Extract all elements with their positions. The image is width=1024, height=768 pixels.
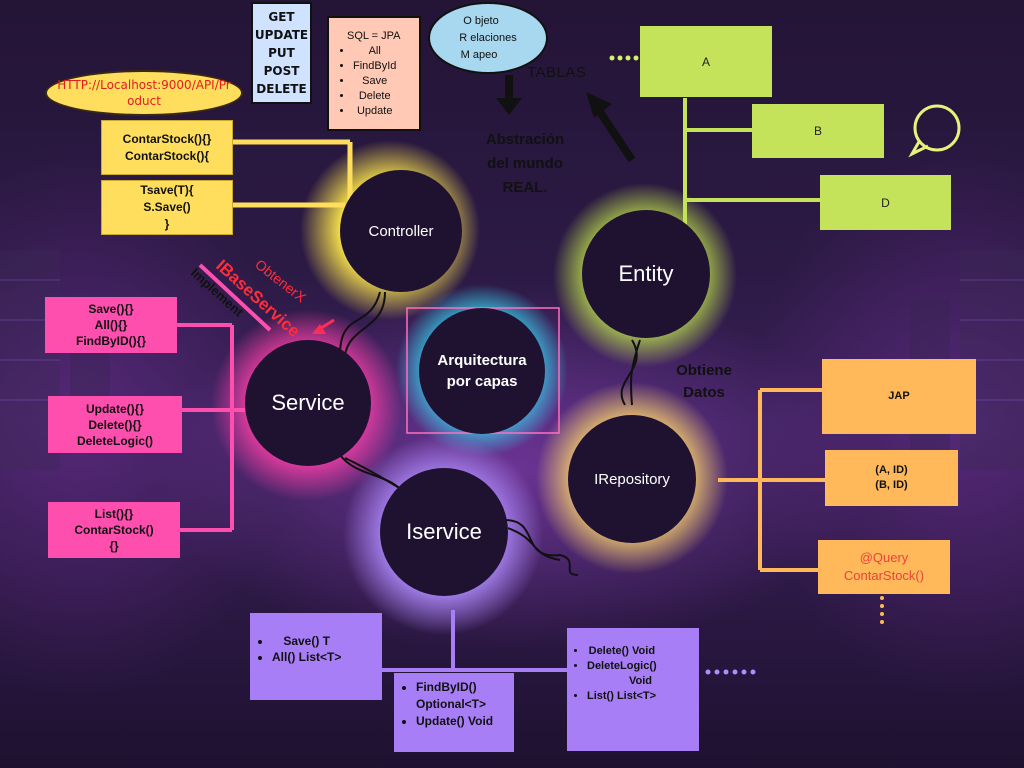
http-url-text: HTTP://Localhost:9000/API/Product: [57, 78, 231, 108]
table-name: D: [881, 195, 890, 210]
service-method: Delete(){}: [88, 417, 142, 432]
repository-item: (B, ID): [875, 479, 908, 491]
controller-method: ContarStock(){}: [122, 131, 212, 146]
iservice-method: List() List<T>: [587, 689, 656, 704]
iservice-method: Void: [629, 675, 653, 687]
irepository-node[interactable]: IRepository: [568, 415, 696, 543]
service-method: Save(){}: [88, 302, 134, 316]
http-url-bubble: HTTP://Localhost:9000/API/Product: [45, 70, 243, 116]
entity-connectors: [683, 98, 820, 230]
jpa-title: SQL = JPA: [347, 29, 401, 42]
obtiene-line: Obtiene: [676, 362, 732, 379]
entity-table-d: D: [820, 175, 951, 230]
controller-box-1: ContarStock(){} ContarStock(){: [101, 120, 233, 175]
controller-method: S.Save(): [143, 200, 191, 214]
repository-item: (A, ID): [875, 464, 908, 476]
jpa-item: FindById: [353, 59, 396, 74]
controller-method: }: [164, 217, 170, 231]
service-node-label: Service: [271, 390, 345, 415]
repository-item: ContarStock(): [843, 568, 925, 583]
repository-box-3: @Query ContarStock(): [818, 540, 950, 594]
abstraccion-line: REAL.: [502, 179, 548, 196]
service-method: List(){}: [94, 507, 134, 521]
jpa-item: Update: [353, 104, 396, 119]
iservice-method: DeleteLogic(): [587, 659, 657, 674]
service-method: ContarStock(): [74, 523, 154, 537]
jpa-item: Save: [353, 74, 396, 89]
chat-bubble-icon: [908, 104, 961, 158]
obtiene-label: Obtiene Datos: [664, 360, 744, 404]
orm-line: M apeo: [460, 48, 498, 61]
method-get: GET: [268, 10, 295, 24]
jpa-item: All: [353, 44, 396, 59]
green-dots-icon: [609, 55, 639, 61]
service-method: {}: [109, 539, 119, 553]
iservice-method: Optional<T>: [416, 697, 487, 711]
service-node[interactable]: Service: [245, 340, 371, 466]
abstraccion-line: Abstración: [485, 131, 565, 148]
iservice-method: Update() Void: [416, 713, 493, 730]
iservice-method: Save() T: [272, 633, 341, 649]
iservice-method: All() List<T>: [272, 649, 341, 665]
method-delete: DELETE: [256, 82, 307, 96]
obtiene-line: Datos: [683, 384, 725, 401]
red-arrow-icon: [312, 318, 335, 334]
entity-node[interactable]: Entity: [582, 210, 710, 338]
controller-method: ContarStock(){: [124, 148, 209, 163]
jpa-box: SQL = JPA All FindById Save Delete Updat…: [327, 16, 421, 131]
orm-line: O bjeto: [463, 14, 499, 27]
repository-item: @Query: [859, 550, 909, 565]
link-wires: [339, 291, 641, 576]
service-method: Update(){}: [85, 401, 144, 416]
service-box-3: List(){} ContarStock() {}: [48, 502, 180, 558]
controller-node[interactable]: Controller: [340, 170, 462, 292]
controller-method: Tsave(T){: [140, 183, 194, 197]
controller-connectors: [233, 139, 353, 208]
controller-box-2: Tsave(T){ S.Save() }: [101, 180, 233, 235]
iservice-node[interactable]: Iservice: [380, 468, 508, 596]
table-name: B: [813, 124, 822, 138]
entity-table-a: A: [640, 26, 772, 97]
repository-item: JAP: [888, 390, 910, 402]
arquitectura-node-label: Arquitectura por capas: [437, 352, 527, 390]
entity-node-label: Entity: [618, 261, 674, 286]
http-methods-box: GET UPDATE PUT POST DELETE: [251, 2, 312, 104]
entity-table-b: B: [752, 104, 884, 158]
orange-dots-icon: [880, 596, 884, 624]
method-put: PUT: [268, 46, 295, 60]
controller-node-label: Controller: [368, 222, 434, 240]
iservice-box-2: FindByID() Optional<T> Update() Void: [394, 673, 514, 752]
iservice-box-1: Save() T All() List<T>: [250, 613, 382, 700]
iservice-node-label: Iservice: [406, 519, 482, 544]
orm-line: R elaciones: [459, 31, 517, 44]
service-method: All(){}: [94, 318, 128, 332]
abstraccion-label: Abstración del mundo REAL.: [470, 128, 580, 200]
repository-box-1: JAP: [822, 359, 976, 434]
up-left-arrow-icon: [586, 92, 636, 163]
tablas-label: TABLAS: [527, 64, 587, 81]
irepository-node-label: IRepository: [594, 470, 670, 488]
service-connectors: [177, 263, 272, 532]
table-name: A: [701, 54, 710, 69]
service-method: FindByID(){}: [76, 334, 146, 348]
method-post: POST: [263, 64, 300, 78]
jpa-item: Delete: [353, 89, 396, 104]
down-arrow-icon: [496, 75, 522, 115]
method-update: UPDATE: [254, 28, 309, 42]
iservice-connectors: [382, 610, 568, 672]
arquitectura-node[interactable]: Arquitectura por capas: [419, 308, 545, 434]
service-box-2: Update(){} Delete(){} DeleteLogic(): [48, 396, 182, 453]
purple-dots-icon: [705, 669, 756, 675]
orm-bubble: O bjeto R elaciones M apeo: [428, 2, 548, 74]
abstraccion-line: del mundo: [487, 155, 563, 172]
repository-box-2: (A, ID) (B, ID): [825, 450, 958, 506]
iservice-method: FindByID(): [416, 679, 477, 696]
repository-connectors: [718, 388, 825, 572]
service-box-1: Save(){} All(){} FindByID(){}: [45, 297, 177, 353]
iservice-box-3: Delete() Void DeleteLogic() Void List() …: [567, 628, 699, 751]
iservice-method: Delete() Void: [587, 644, 657, 659]
service-method: DeleteLogic(): [76, 433, 153, 448]
